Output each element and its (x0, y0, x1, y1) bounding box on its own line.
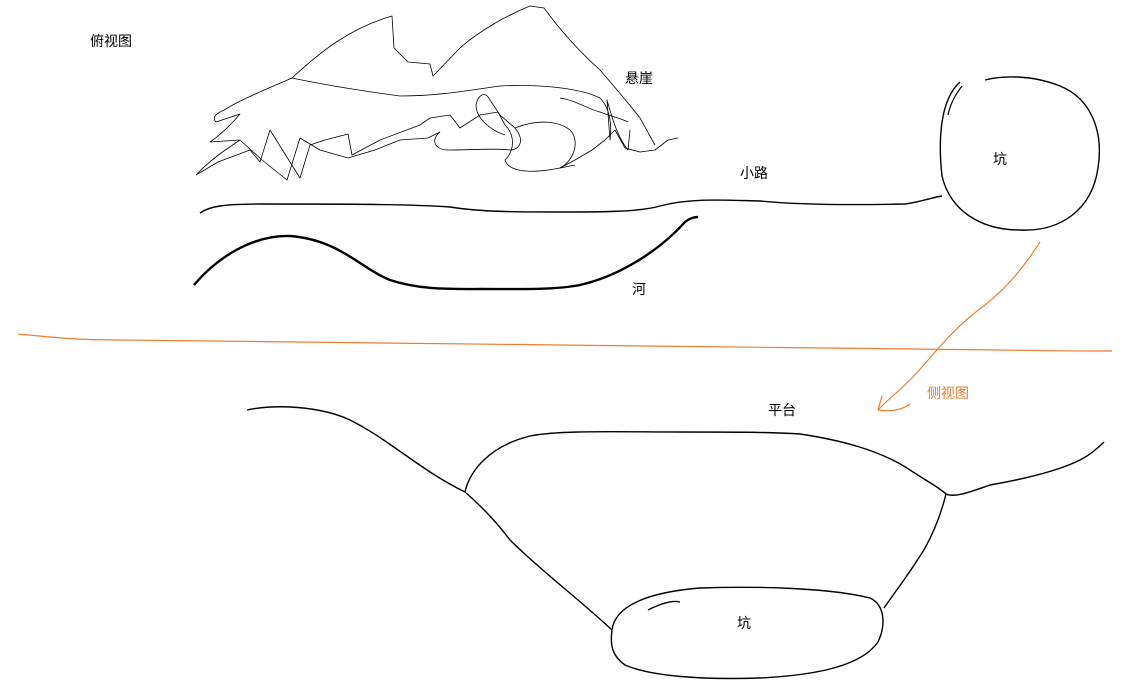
arrow-head (877, 395, 911, 412)
path-label: 小路 (740, 166, 768, 182)
pit-top-outline (939, 76, 1101, 231)
pit-side-label: 坑 (737, 616, 751, 632)
view-transition-arrow (877, 241, 1041, 411)
cliff-band (291, 77, 631, 151)
pit-top-label: 坑 (993, 152, 1007, 168)
cliff-zigzag-right (239, 131, 441, 181)
river-label: 河 (632, 282, 646, 298)
river-line (193, 215, 699, 291)
side-view-section (246, 406, 1105, 680)
basin-left-wall (464, 491, 613, 631)
cliff-zigzag-left (195, 111, 506, 179)
cliff-outline-upper (291, 5, 656, 146)
basin-right-wall (883, 493, 947, 609)
cliff-loop-b (504, 124, 679, 172)
pit-top-inner-stroke (947, 85, 963, 116)
pit-side-inner-stroke (647, 600, 681, 611)
cliff-loop-a (434, 94, 521, 151)
view-divider-line (17, 333, 1113, 352)
platform-label: 平台 (768, 403, 796, 419)
cliff-loop-c (514, 121, 576, 169)
side-view-label: 侧视图 (927, 386, 969, 402)
path-line (199, 195, 943, 214)
pit-side-outline (610, 586, 884, 680)
terrain-left-slope (246, 406, 466, 493)
platform-outline (464, 430, 947, 495)
cliff-scribble (195, 5, 679, 181)
terrain-right-slope (945, 441, 1105, 496)
top-view-label: 俯视图 (90, 34, 132, 50)
top-view-section: 俯视图 悬崖 小路 坑 河 (90, 5, 1101, 298)
cliff-outline-left (195, 77, 293, 176)
cliff-loop-d (559, 97, 629, 123)
cliff-label: 悬崖 (625, 71, 653, 87)
